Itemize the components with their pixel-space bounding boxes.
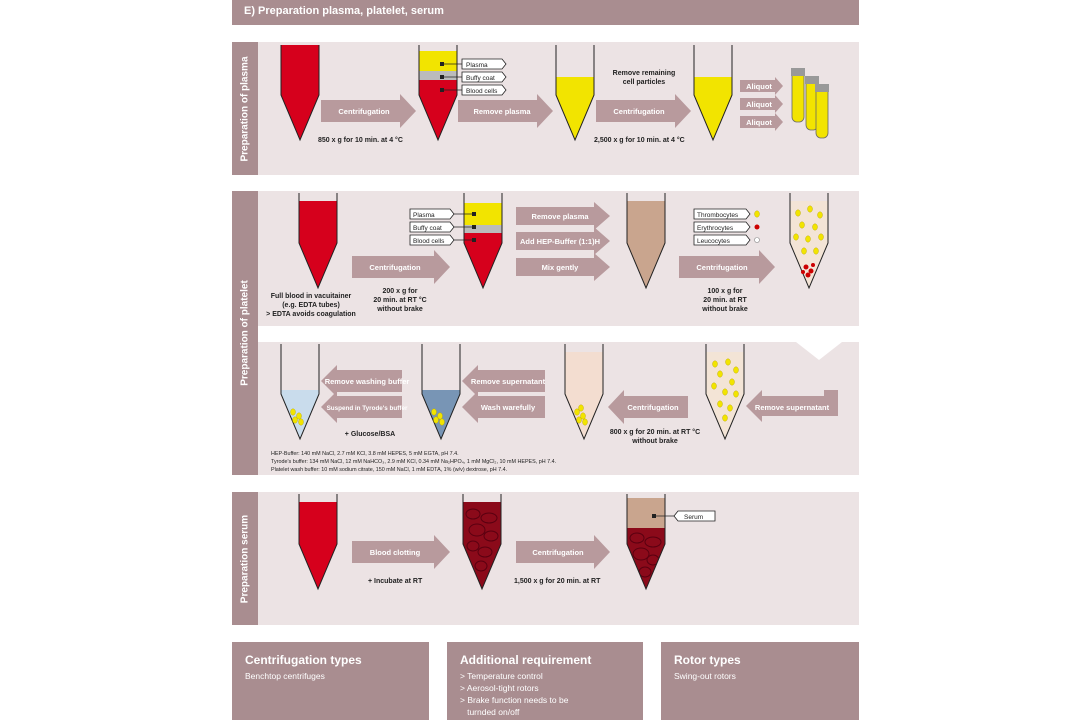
tube-wash [565, 344, 603, 452]
svg-text:Centrifugation: Centrifugation [613, 107, 665, 116]
svg-text:Remove supernatant: Remove supernatant [755, 403, 830, 412]
buffer-composition-notes: HEP-Buffer: 140 mM NaCl, 2.7 mM KCl, 3.8… [271, 450, 556, 474]
svg-text:Centrifugation: Centrifugation [696, 263, 748, 272]
svg-text:Centrifugation: Centrifugation [627, 403, 679, 412]
tube-beige [627, 193, 665, 301]
platelet-note-1: Full blood in vacuitainer(e.g. EDTA tube… [266, 292, 356, 319]
svg-text:Add HEP-Buffer (1:1)H: Add HEP-Buffer (1:1)H [520, 237, 600, 246]
svg-text:Remove supernatant: Remove supernatant [471, 377, 546, 386]
tube-thrombocytes [790, 193, 828, 301]
tube-platelets-suspended [706, 344, 744, 452]
svg-text:Buffy coat: Buffy coat [413, 225, 442, 232]
plasma-cond-2: 2,500 x g for 10 min. at 4 °C [594, 136, 685, 145]
svg-text:Buffy coat: Buffy coat [466, 75, 495, 82]
serum-cond-2: 1,500 x g for 20 min. at RT [514, 577, 600, 586]
svg-text:Remove plasma: Remove plasma [473, 107, 531, 116]
svg-text:Serum: Serum [684, 514, 703, 521]
svg-text:Remove plasma: Remove plasma [531, 212, 589, 221]
svg-text:Mix gently: Mix gently [542, 263, 580, 272]
glucose-note: + Glucose/BSA [335, 430, 405, 439]
aliquot-vials [791, 68, 829, 138]
serum-cond-1: + Incubate at RT [368, 577, 422, 586]
tube-full-blood [299, 193, 337, 301]
svg-text:Blood clotting: Blood clotting [370, 548, 421, 557]
svg-text:Aliquot: Aliquot [746, 100, 772, 109]
svg-text:Wash warefully: Wash warefully [481, 403, 536, 412]
svg-text:Aliquot: Aliquot [746, 118, 772, 127]
svg-text:Leucocytes: Leucocytes [697, 238, 731, 245]
tube-serum-separated [627, 494, 665, 608]
tube-serum-blood [299, 494, 337, 602]
plasma-cond-1: 850 x g for 10 min. at 4 °C [318, 136, 403, 145]
footer-additional-requirement: Additional requirement> Temperature cont… [447, 642, 643, 720]
svg-text:Erythrocytes: Erythrocytes [697, 225, 734, 232]
svg-text:Centrifugation: Centrifugation [532, 548, 584, 557]
svg-text:Blood cells: Blood cells [466, 88, 498, 95]
tube-platelet-separated [464, 193, 502, 298]
svg-text:Thrombocytes: Thrombocytes [697, 212, 739, 219]
tube-clotted [463, 494, 501, 602]
tube-plasma-2 [694, 45, 732, 147]
tube-final-pellet [281, 344, 319, 450]
svg-text:Centrifugation: Centrifugation [369, 263, 421, 272]
svg-text:Aliquot: Aliquot [746, 82, 772, 91]
svg-text:Suspend in Tyrode's buffer: Suspend in Tyrode's buffer [327, 405, 408, 412]
tube-separated [419, 45, 457, 145]
tube-plasma [556, 45, 594, 147]
tube-blood [281, 45, 319, 145]
tube-washing [422, 344, 460, 450]
svg-text:Blood cells: Blood cells [413, 238, 445, 245]
svg-text:Remove washing buffer: Remove washing buffer [325, 377, 410, 386]
svg-text:Centrifugation: Centrifugation [338, 107, 390, 116]
svg-text:Plasma: Plasma [413, 212, 435, 219]
svg-text:Plasma: Plasma [466, 62, 488, 69]
